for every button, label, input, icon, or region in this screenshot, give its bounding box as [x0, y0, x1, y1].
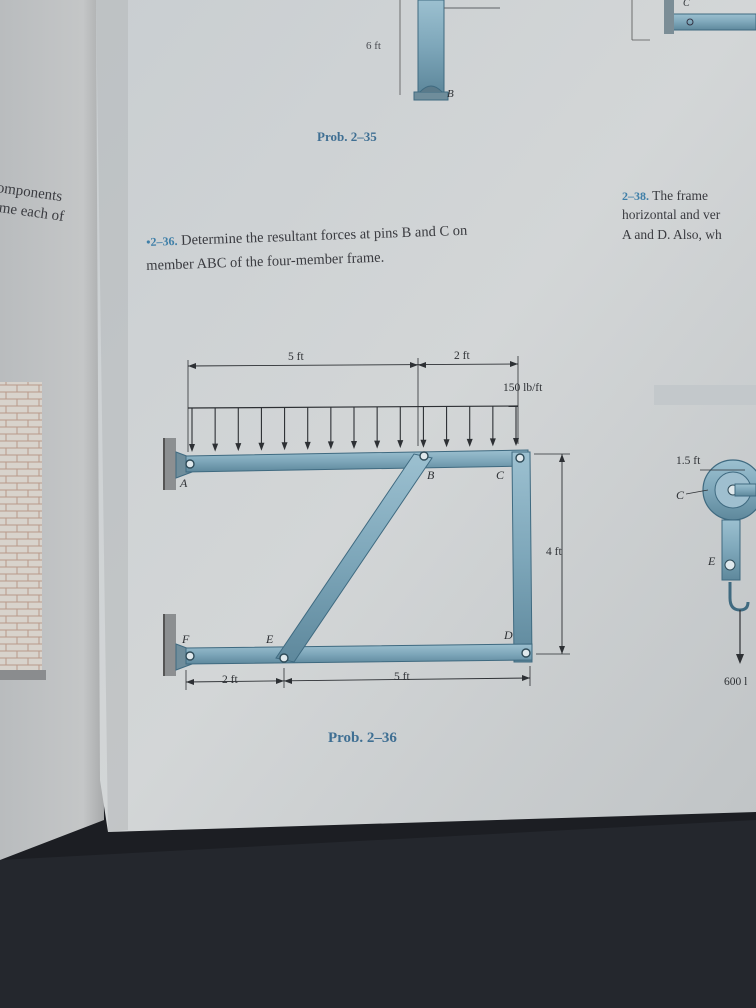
column-member — [417, 0, 445, 93]
dim-line-bottom — [185, 677, 531, 683]
dim-line-top — [187, 363, 519, 367]
right-label-c: C — [676, 488, 685, 502]
top-dim-6ft: 6 ft — [366, 40, 381, 52]
caption-prob-2-36: Prob. 2–36 — [328, 730, 397, 746]
label-point-b: B — [427, 468, 435, 482]
leader-c — [685, 489, 709, 495]
caption-prob-2-35: Prob. 2–35 — [317, 129, 377, 144]
problem-2-38-line-2: horizontal and ver — [622, 207, 721, 222]
pin-b-top — [419, 85, 443, 93]
label-point-d: D — [504, 628, 513, 642]
load-arrow-head — [443, 439, 450, 448]
label-point-a: A — [180, 476, 188, 490]
dim-bottom-2ft: 2 ft — [222, 674, 238, 686]
load-top-line — [187, 405, 519, 409]
load-label: 150 lb/ft — [503, 382, 543, 394]
right-partial-support — [664, 0, 674, 34]
load-arrows — [189, 406, 519, 452]
load-arrow-head — [397, 440, 404, 449]
wall-support-a — [164, 438, 176, 490]
load-arrow-head — [374, 440, 381, 449]
load-arrow-head — [489, 438, 496, 447]
pin-f — [185, 651, 195, 661]
load-arrow-head — [736, 654, 744, 664]
wall-ground — [0, 670, 46, 680]
frame-figure — [163, 356, 570, 690]
hanger-member — [721, 519, 741, 581]
dim-top-2ft: 2 ft — [454, 350, 470, 362]
pin-b — [419, 451, 429, 461]
pin-e-right — [724, 559, 736, 571]
load-arrow-head — [212, 443, 219, 452]
problem-2-38-number: 2–38. — [622, 189, 649, 203]
load-arrow-head — [420, 439, 427, 448]
right-partial-member — [671, 13, 756, 31]
right-dim-1-5ft: 1.5 ft — [676, 455, 701, 467]
right-figure — [654, 385, 756, 664]
dim-extension-bottom — [185, 666, 531, 690]
pin-d — [521, 648, 531, 658]
pin-a — [185, 459, 195, 469]
wall-support-f — [164, 614, 176, 676]
table-fabric — [0, 820, 756, 1008]
right-partial-pin — [686, 18, 694, 26]
dim-bottom-5ft: 5 ft — [394, 671, 410, 683]
problem-2-38-line-3: A and D. Also, wh — [622, 227, 722, 242]
dim-extension-top — [187, 356, 519, 452]
dim-extension-right — [534, 453, 570, 655]
member-fed — [185, 643, 533, 665]
pin-e — [279, 653, 289, 663]
right-partial-dim — [631, 0, 650, 41]
member-cd — [511, 451, 533, 663]
right-figure-shade — [654, 385, 756, 405]
load-arrow-head — [281, 442, 288, 451]
load-arrow-head — [304, 441, 311, 450]
problem-2-36-number: •2–36. — [146, 233, 178, 249]
top-figure — [399, 0, 756, 101]
top-point-b: B — [447, 88, 454, 100]
brick-wall-illustration — [0, 382, 42, 670]
load-arrow-head — [513, 438, 519, 446]
page-gutter-shadow — [96, 0, 128, 832]
right-partial-c: C — [683, 0, 690, 9]
right-label-e: E — [708, 554, 716, 568]
label-point-e: E — [266, 632, 274, 646]
pin-c — [515, 453, 525, 463]
problem-2-38-line-1: 2–38. The frame — [622, 188, 708, 204]
pulley-arm — [734, 483, 756, 497]
load-arrow-head — [351, 441, 357, 449]
dim-top-5ft: 5 ft — [288, 351, 304, 363]
load-arrow-head — [327, 441, 334, 450]
problem-2-38-text-1: The frame — [652, 188, 708, 203]
load-arrow-head — [258, 442, 265, 451]
member-eb — [275, 453, 433, 663]
column-base — [413, 91, 449, 101]
load-arrow-head — [235, 443, 242, 452]
dim-right-4ft: 4 ft — [546, 546, 562, 558]
label-point-f: F — [182, 632, 190, 646]
load-arrow-head — [189, 444, 195, 452]
load-arrow-head — [466, 438, 473, 447]
right-load-label: 600 l — [724, 676, 748, 688]
label-point-c: C — [496, 468, 505, 482]
main-page — [96, 0, 756, 832]
